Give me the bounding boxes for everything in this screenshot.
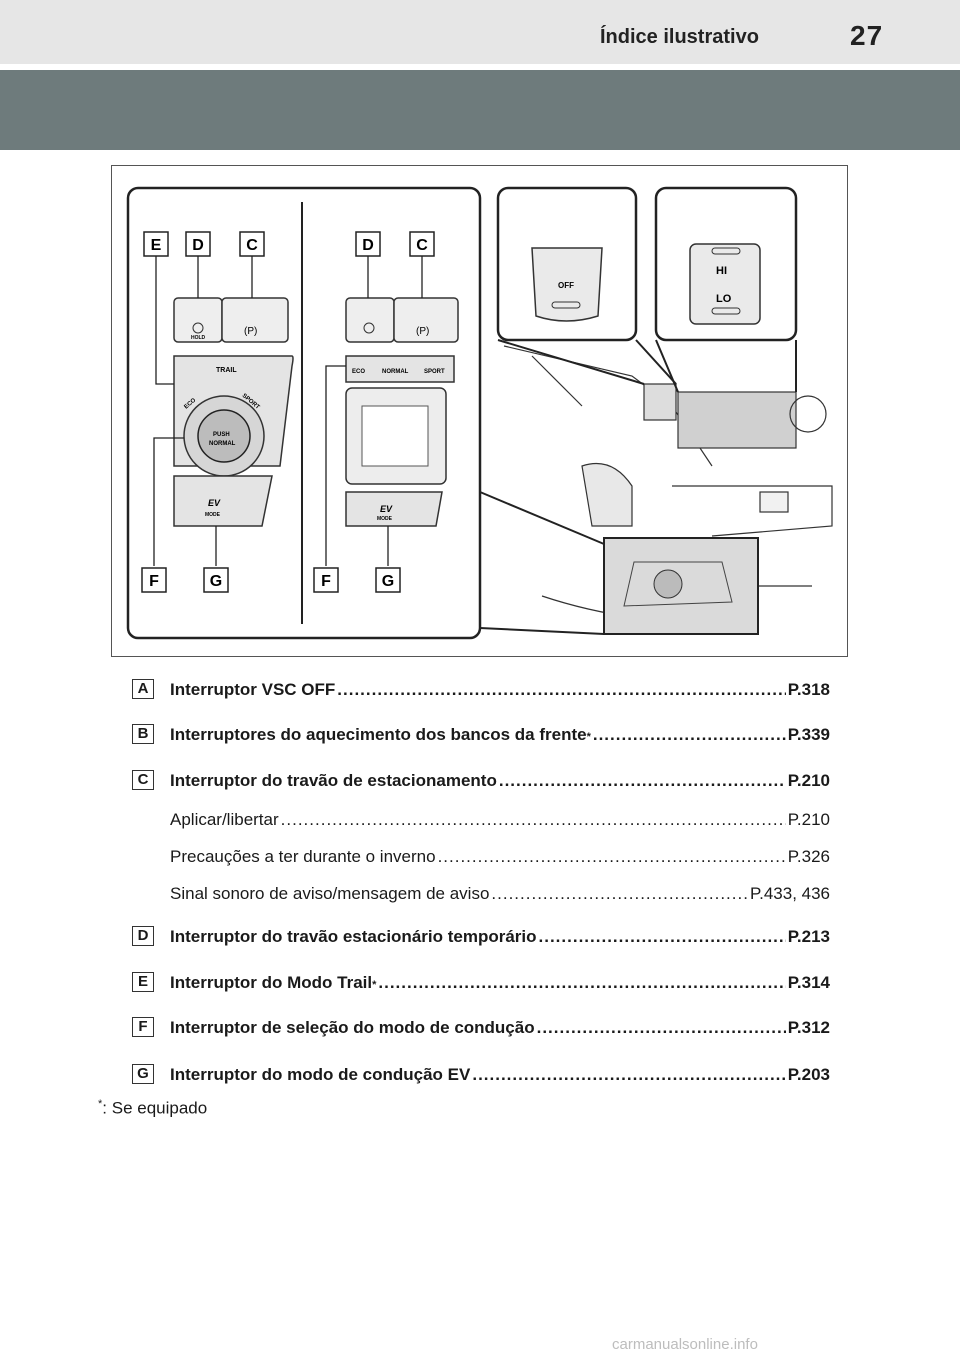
index-item: Sinal sonoro de aviso/mensagem de aviso P… (130, 879, 830, 909)
item-label: Interruptor do travão estacionário tempo… (170, 927, 537, 946)
index-row: Precauções a ter durante o inverno P.326 (170, 847, 830, 869)
dot-leader (593, 725, 786, 745)
item-letter-badge: B (132, 724, 154, 744)
normal-dial-label: NORMAL (209, 441, 236, 447)
console-sketch (503, 345, 833, 624)
dot-leader (337, 680, 785, 700)
callout-g: G (210, 573, 222, 590)
item-letter-badge: F (132, 1017, 154, 1037)
ev-label-left: EV (208, 498, 221, 508)
header-band (0, 70, 960, 150)
item-letter-badge: D (132, 926, 154, 946)
index-item: C Interruptor do travão de estacionamento… (130, 766, 830, 796)
item-label: Interruptores do aquecimento dos bancos … (170, 725, 587, 744)
mode-label-right: MODE (377, 516, 393, 522)
index-row: Interruptor do Modo Trail* P.314 (170, 973, 830, 995)
page-number: 27 (850, 20, 884, 51)
footnote-text: : Se equipado (102, 1098, 208, 1118)
item-label: Precauções a ter durante o inverno (170, 847, 436, 866)
dot-leader (281, 810, 786, 830)
item-label: Interruptor de seleção do modo de conduç… (170, 1018, 535, 1037)
callout-f-right: F (321, 573, 331, 590)
dot-leader (537, 1018, 786, 1038)
ev-label-right: EV (380, 504, 393, 514)
page-reference-link[interactable]: P.326 (787, 847, 830, 866)
dot-leader (438, 847, 786, 867)
footnote-mark: * (98, 1098, 103, 1110)
callout-d: D (192, 237, 204, 254)
index-row: Aplicar/libertar P.210 (170, 810, 830, 832)
callout-g-right: G (382, 573, 394, 590)
page-reference-link[interactable]: P.433, 436 (749, 884, 830, 903)
callout-e: E (151, 237, 162, 254)
page-reference-link[interactable]: P.314 (787, 973, 830, 992)
index-row: Interruptores do aquecimento dos bancos … (170, 725, 830, 747)
dot-leader (472, 1065, 785, 1085)
mode-label-left: MODE (205, 512, 221, 518)
index-row: Interruptor VSC OFF P.318 (170, 680, 830, 702)
item-label: Sinal sonoro de aviso/mensagem de aviso (170, 884, 490, 903)
page-reference-link[interactable]: P.318 (787, 680, 830, 699)
dot-leader (491, 884, 748, 904)
index-item: G Interruptor do modo de condução EV P.203 (130, 1060, 830, 1090)
index-row: Interruptor do travão de estacionamento P… (170, 771, 830, 793)
index-item: Precauções a ter durante o inverno P.326 (130, 842, 830, 872)
item-footnote-mark: * (586, 731, 591, 743)
callout-c: C (246, 237, 258, 254)
off-label: OFF (558, 281, 574, 290)
dot-leader (499, 771, 786, 791)
index-row: Interruptor do travão estacionário tempo… (170, 927, 830, 949)
item-letter-badge: C (132, 770, 154, 790)
section-title: Índice ilustrativo (600, 26, 759, 48)
index-row: Interruptor de seleção do modo de conduç… (170, 1018, 830, 1040)
callout-d-right: D (362, 237, 374, 254)
index-item: Aplicar/libertar P.210 (130, 805, 830, 835)
item-label: Interruptor do modo de condução EV (170, 1065, 471, 1084)
dot-leader (378, 973, 785, 993)
park-label: (P) (244, 326, 257, 337)
item-label: Interruptor do Modo Trail (170, 973, 373, 992)
page-header: Índice ilustrativo 27 (0, 0, 960, 64)
item-letter-badge: G (132, 1064, 154, 1084)
lo-label: LO (716, 293, 732, 305)
console-illustration: HOLD (P) TRAIL ECO SPORT PUSH NORMAL EV … (111, 165, 848, 657)
page-reference-link[interactable]: P.312 (787, 1018, 830, 1037)
item-letter-badge: E (132, 972, 154, 992)
page-reference-link[interactable]: P.210 (787, 771, 830, 790)
index-item: D Interruptor do travão estacionário temp… (130, 922, 830, 952)
hold-label: HOLD (191, 335, 206, 341)
index-row: Interruptor do modo de condução EV P.203 (170, 1065, 830, 1087)
eco-button-label: ECO (352, 369, 365, 375)
park-label-right: (P) (416, 326, 429, 337)
index-item: E Interruptor do Modo Trail* P.314 (130, 968, 830, 998)
dot-leader (539, 927, 786, 947)
page-reference-link[interactable]: P.210 (787, 810, 830, 829)
index-item: A Interruptor VSC OFF P.318 (130, 675, 830, 705)
callout-c-right: C (416, 237, 428, 254)
push-label: PUSH (213, 432, 230, 438)
normal-button-label: NORMAL (382, 369, 409, 375)
index-item: F Interruptor de seleção do modo de condu… (130, 1013, 830, 1043)
page-reference-link[interactable]: P.213 (787, 927, 830, 946)
sport-button-label: SPORT (424, 369, 445, 375)
trail-label: TRAIL (216, 367, 237, 374)
page-reference-link[interactable]: P.203 (787, 1065, 830, 1084)
console-diagram: HOLD (P) TRAIL ECO SPORT PUSH NORMAL EV … (126, 186, 833, 640)
watermark: carmanualsonline.info (612, 1336, 758, 1353)
index-row: Sinal sonoro de aviso/mensagem de aviso P… (170, 884, 830, 906)
item-footnote-mark: * (372, 979, 377, 991)
item-label: Interruptor do travão de estacionamento (170, 771, 497, 790)
callout-f: F (149, 573, 159, 590)
hi-label: HI (716, 265, 727, 277)
item-letter-badge: A (132, 679, 154, 699)
item-label: Interruptor VSC OFF (170, 680, 336, 699)
page-reference-link[interactable]: P.339 (787, 725, 830, 744)
item-label: Aplicar/libertar (170, 810, 279, 829)
index-item: B Interruptores do aquecimento dos bancos… (130, 720, 830, 750)
footnote: *: Se equipado (98, 1098, 207, 1119)
